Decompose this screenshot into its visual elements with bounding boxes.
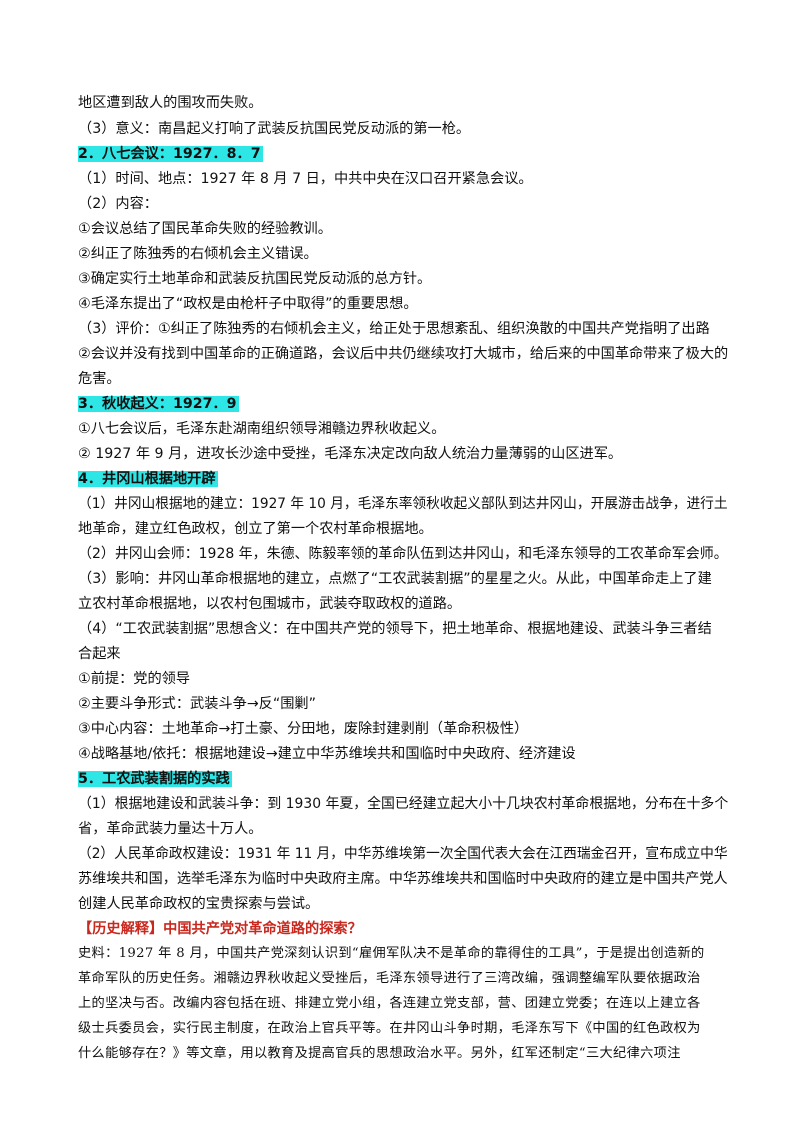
text-line: ③确定实行土地革命和武装反抗国民党反动派的总方针。 xyxy=(78,271,432,287)
text-line: 创建人民革命政权的宝贵探索与尝试。 xyxy=(78,896,320,912)
text-line: 苏维埃共和国，选举毛泽东为临时中央政府主席。中华苏维埃共和国临时中央政府的建立是… xyxy=(78,871,728,887)
highlighted-heading: 5．工农武装割据的实践 xyxy=(78,771,232,787)
text-line: 合起来 xyxy=(78,646,121,662)
text-line: （3）评价：①纠正了陈独秀的右倾机会主义，给正处于思想紊乱、组织涣散的中国共产党… xyxy=(78,321,710,337)
highlighted-heading: 2．八七会议：1927．8．7 xyxy=(78,146,263,162)
section-heading: 3．秋收起义：1927．9 xyxy=(78,393,728,415)
text-line: ②会议并没有找到中国革命的正确道路，会议后中共仍继续攻打大城市，给后来的中国革命… xyxy=(78,346,729,362)
text-line: ①八七会议后，毛泽东赴湖南组织领导湘赣边界秋收起义。 xyxy=(78,421,446,437)
section-heading: 5．工农武装割据的实践 xyxy=(78,768,728,790)
text-line: ④毛泽东提出了“政权是由枪杆子中取得”的重要思想。 xyxy=(78,296,418,312)
section-heading: 2．八七会议：1927．8．7 xyxy=(78,143,728,165)
text-line: 地区遭到敌人的围攻而失败。 xyxy=(78,95,263,111)
text-line: （1）根据地建设和武装斗争：到 1930 年夏，全国已经建立起大小十几块农村革命… xyxy=(78,796,729,812)
text-line: （1）时间、地点：1927 年 8 月 7 日，中共中央在汉口召开紧急会议。 xyxy=(78,171,533,187)
history-explanation-heading: 【历史解释】中国共产党对革命道路的探索？ xyxy=(78,921,362,937)
text-line: ②主要斗争形式：武装斗争→反“围剿” xyxy=(78,696,316,712)
text-line: ①前提：党的领导 xyxy=(78,671,191,687)
text-line: （2）内容： xyxy=(78,196,158,212)
text-line: （2）井冈山会师：1928 年，朱德、陈毅率领的革命队伍到达井冈山，和毛泽东领导… xyxy=(78,546,728,562)
text-line: （2）人民革命政权建设：1931 年 11 月，中华苏维埃第一次全国代表大会在江… xyxy=(78,846,728,862)
text-line: ①会议总结了国民革命失败的经验教训。 xyxy=(78,221,332,237)
text-line: ④战略基地/依托：根据地建设→建立中华苏维埃共和国临时中央政府、经济建设 xyxy=(78,746,576,762)
text-line: 危害。 xyxy=(78,371,121,387)
text-line: 地革命，建立红色政权，创立了第一个农村革命根据地。 xyxy=(78,521,433,537)
source-text-line: 上的坚决与否。改编内容包括在班、排建立党小组，各连建立党支部，营、团建立党委；在… xyxy=(78,996,701,1011)
text-line: 立农村革命根据地，以农村包围城市，武装夺取政权的道路。 xyxy=(78,596,462,612)
highlighted-heading: 4．井冈山根据地开辟 xyxy=(78,471,218,487)
text-line: ③中心内容：土地革命→打土豪、分田地，废除封建剥削（革命积极性） xyxy=(78,721,529,737)
source-text-line: 革命军队的历史任务。湘赣边界秋收起义受挫后，毛泽东领导进行了三湾改编，强调整编军… xyxy=(78,971,701,986)
text-line: （3）意义：南昌起义打响了武装反抗国民党反动派的第一枪。 xyxy=(78,121,471,137)
highlighted-heading: 3．秋收起义：1927．9 xyxy=(78,396,239,412)
text-line: （4）“工农武装割据”思想含义：在中国共产党的领导下，把土地革命、根据地建设、武… xyxy=(78,621,712,637)
source-text-line: 级士兵委员会，实行民主制度，在政治上官兵平等。在井冈山斗争时期，毛泽东写下《中国… xyxy=(78,1021,701,1036)
text-line: （3）影响：井冈山革命根据地的建立，点燃了“工农武装割据”的星星之火。从此，中国… xyxy=(78,571,712,587)
text-line: ②纠正了陈独秀的右倾机会主义错误。 xyxy=(78,246,318,262)
source-text-line: 什么能够存在？》等文章，用以教育及提高官兵的思想政治水平。另外，红军还制定“三大… xyxy=(78,1046,681,1061)
source-text-line: 史料：1927 年 8 月，中国共产党深刻认识到“雇佣军队决不是革命的靠得住的工… xyxy=(78,946,705,961)
text-line: 省，革命武装力量达十万人。 xyxy=(78,821,263,837)
text-line: （1）井冈山根据地的建立：1927 年 10 月，毛泽东率领秋收起义部队到达井冈… xyxy=(78,496,728,512)
section-heading: 4．井冈山根据地开辟 xyxy=(78,468,728,490)
text-line: ② 1927 年 9 月，进攻长沙途中受挫，毛泽东决定改向敌人统治力量薄弱的山区… xyxy=(78,446,623,462)
